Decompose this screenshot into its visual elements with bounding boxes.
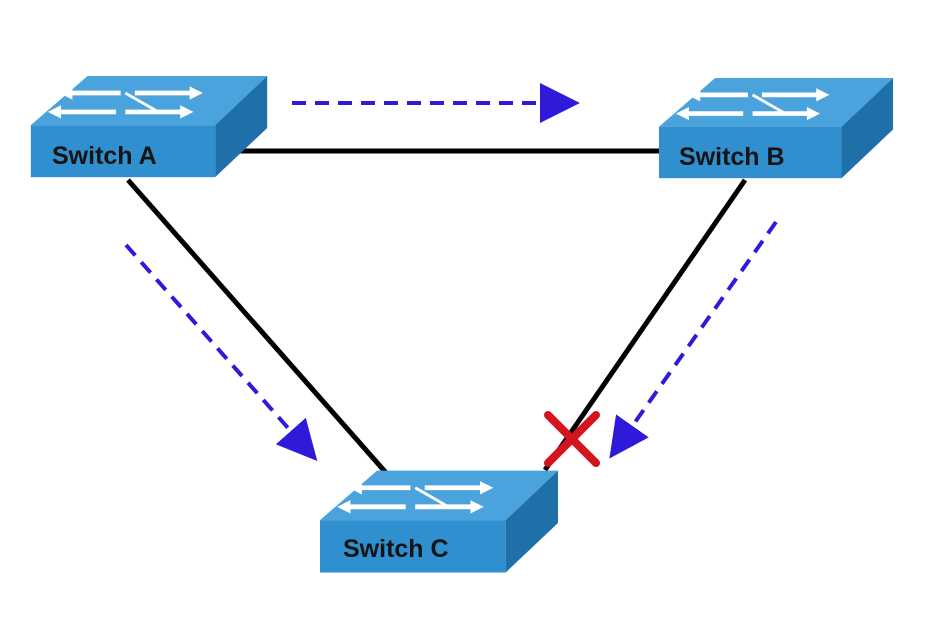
flow-arrow-a-to-c	[124, 243, 318, 461]
link-b-c	[542, 178, 748, 472]
switch-c[interactable]: Switch C	[320, 471, 558, 573]
switch-a-label: Switch A	[52, 142, 157, 170]
switch-b-label: Switch B	[679, 143, 785, 171]
switch-b[interactable]: Switch B	[659, 78, 893, 178]
links	[126, 148, 748, 477]
switch-a[interactable]: Switch A	[31, 76, 267, 177]
switch-c-label: Switch C	[343, 535, 449, 563]
blocked-port-icon	[544, 411, 600, 467]
flow-arrow-b-to-c	[609, 220, 778, 459]
link-a-c	[126, 178, 390, 477]
flow-arrows	[124, 83, 778, 461]
